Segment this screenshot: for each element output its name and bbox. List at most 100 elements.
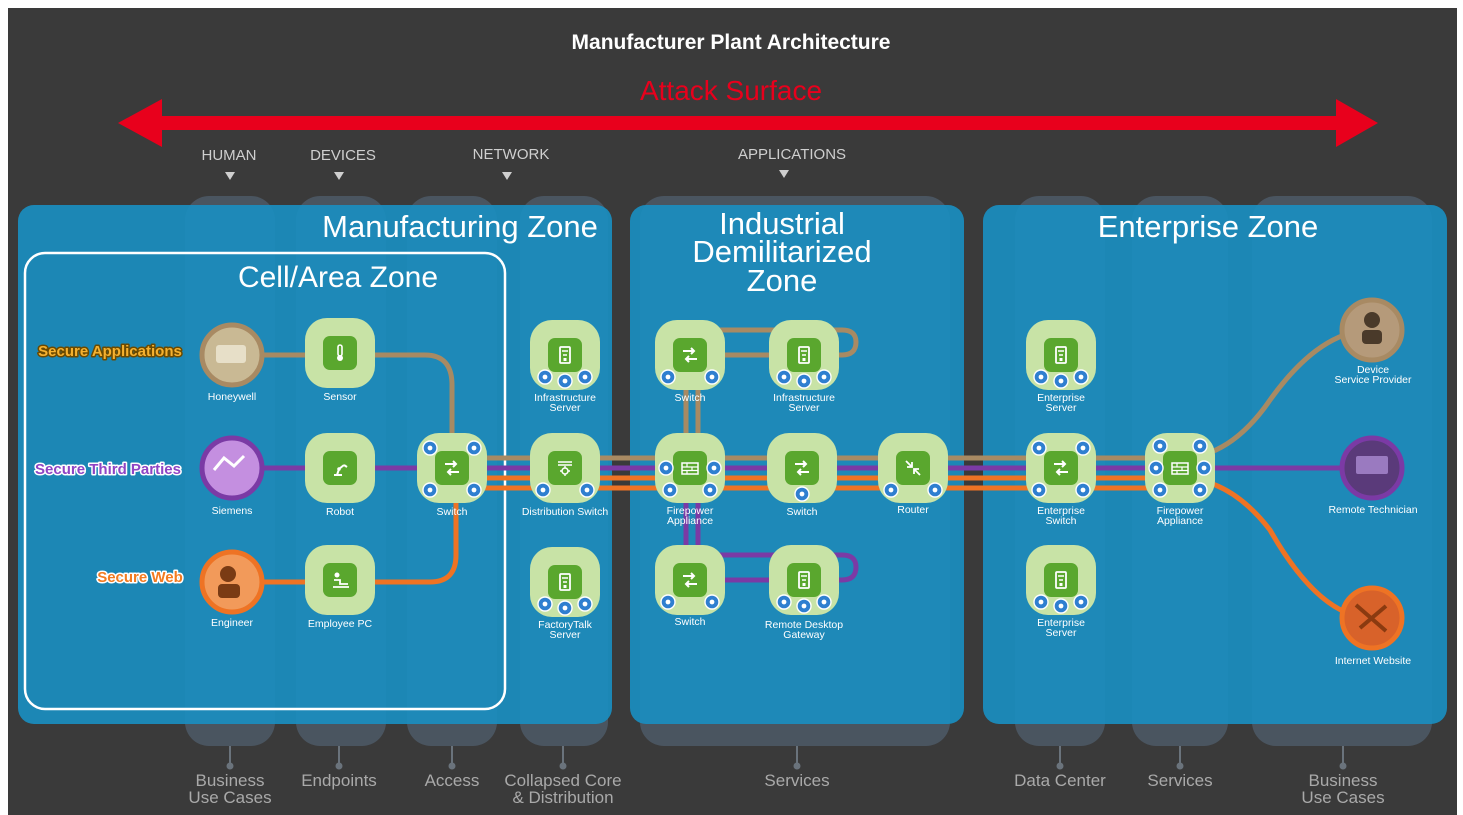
- svg-text:Enterprise: Enterprise: [1037, 505, 1085, 517]
- svg-text:Switch: Switch: [1046, 515, 1077, 527]
- bottom-label-access: Access: [425, 771, 480, 790]
- employee-pc-node: Employee PC: [305, 545, 375, 630]
- idmz-title-line2: Demilitarized: [692, 234, 871, 269]
- remote-desktop-gateway-node: Remote Desktop Gateway: [765, 545, 843, 641]
- bottom-label-services-enterprise: Services: [1147, 771, 1212, 790]
- person-photo-icon: [216, 345, 246, 363]
- attack-surface-label: Attack Surface: [640, 75, 822, 106]
- bottom-label-data-center: Data Center: [1014, 771, 1106, 790]
- robot-node: Robot: [305, 433, 375, 518]
- caret-down-icon: [502, 172, 512, 180]
- svg-text:Server: Server: [1046, 402, 1077, 414]
- source-secure-web: Secure Web: [97, 569, 183, 586]
- person-photo-icon: [220, 566, 236, 582]
- diagram-title: Manufacturer Plant Architecture: [572, 31, 891, 54]
- svg-text:Infrastructure: Infrastructure: [773, 392, 835, 404]
- svg-text:Switch: Switch: [675, 616, 706, 628]
- remote-technician-node: Remote Technician: [1328, 435, 1418, 516]
- person-photo-icon: [1356, 456, 1388, 474]
- svg-text:Switch: Switch: [787, 506, 818, 518]
- bottom-label-business-use-cases-r-l2: Use Cases: [1301, 788, 1384, 807]
- svg-text:FactoryTalk: FactoryTalk: [538, 619, 592, 631]
- siemens-node: Siemens: [199, 435, 265, 517]
- access-switch-node: Switch: [417, 433, 487, 518]
- infrastructure-server-node: Infrastructure Server: [530, 320, 600, 414]
- svg-text:Appliance: Appliance: [1157, 515, 1203, 527]
- svg-text:Honeywell: Honeywell: [208, 391, 256, 403]
- caret-down-icon: [225, 172, 235, 180]
- sensor-node: Sensor: [305, 318, 375, 403]
- svg-text:Firepower: Firepower: [667, 505, 714, 517]
- device-service-provider-node: Device Service Provider: [1334, 297, 1412, 386]
- enterprise-server-bottom-node: Enterprise Server: [1026, 545, 1096, 639]
- svg-text:Employee PC: Employee PC: [308, 618, 373, 630]
- bottom-label-endpoints: Endpoints: [301, 771, 377, 790]
- svg-text:APPLICATIONS: APPLICATIONS: [738, 146, 846, 163]
- bottom-label-business-use-cases-l2: Use Cases: [188, 788, 271, 807]
- bottom-label-collapsed-core-l2: & Distribution: [512, 788, 613, 807]
- column-header-devices: DEVICES: [310, 147, 376, 180]
- bottom-connectors: [226, 746, 1347, 770]
- router-node: Router: [878, 433, 948, 516]
- person-photo-icon: [1364, 312, 1380, 328]
- svg-text:Remote Desktop: Remote Desktop: [765, 619, 843, 631]
- svg-text:Device: Device: [1357, 364, 1389, 376]
- svg-text:Server: Server: [1046, 627, 1077, 639]
- bottom-label-services-idmz: Services: [764, 771, 829, 790]
- svg-text:Router: Router: [897, 504, 929, 516]
- enterprise-zone-title: Enterprise Zone: [1098, 209, 1319, 244]
- svg-text:HUMAN: HUMAN: [202, 147, 257, 164]
- cell-area-zone-title: Cell/Area Zone: [238, 261, 438, 294]
- idmz-switch-bottom-node: Switch: [655, 545, 725, 628]
- svg-text:Infrastructure: Infrastructure: [534, 392, 596, 404]
- svg-text:Gateway: Gateway: [783, 629, 825, 641]
- svg-text:Remote Technician: Remote Technician: [1328, 504, 1417, 516]
- idmz-switch-mid-node: Switch: [767, 433, 837, 518]
- svg-text:Robot: Robot: [326, 506, 354, 518]
- svg-text:Enterprise: Enterprise: [1037, 392, 1085, 404]
- enterprise-switch-node: Enterprise Switch: [1026, 433, 1096, 527]
- diagram-canvas: Manufacturer Plant Architecture Attack S…: [8, 8, 1457, 815]
- bottom-label-business-use-cases-l1: Business: [196, 771, 265, 790]
- svg-text:Appliance: Appliance: [667, 515, 713, 527]
- svg-text:Engineer: Engineer: [211, 617, 254, 629]
- idmz-switch-top-node: Switch: [655, 320, 725, 404]
- svg-text:Switch: Switch: [437, 506, 468, 518]
- bottom-label-collapsed-core-l1: Collapsed Core: [504, 771, 621, 790]
- honeywell-node: Honeywell: [199, 322, 265, 403]
- svg-text:Enterprise: Enterprise: [1037, 617, 1085, 629]
- svg-text:Siemens: Siemens: [212, 505, 253, 517]
- svg-text:Internet Website: Internet Website: [1335, 655, 1411, 667]
- cell-area-zone: [23, 251, 507, 711]
- factorytalk-server-node: FactoryTalk Server: [530, 547, 600, 641]
- idmz-title-line1: Industrial: [719, 206, 845, 241]
- idmz-title-line3: Zone: [747, 263, 818, 298]
- firepower-appliance-enterprise-node: Firepower Appliance: [1145, 433, 1215, 527]
- enterprise-server-top-node: Enterprise Server: [1026, 320, 1096, 414]
- person-photo-icon: [1354, 603, 1388, 633]
- svg-text:Server: Server: [789, 402, 820, 414]
- column-header-network: NETWORK: [473, 146, 550, 180]
- bottom-label-business-use-cases-r-l1: Business: [1309, 771, 1378, 790]
- infrastructure-server-idmz-node: Infrastructure Server: [769, 320, 839, 414]
- svg-text:Distribution Switch: Distribution Switch: [522, 506, 609, 518]
- manufacturing-zone-title: Manufacturing Zone: [322, 209, 598, 244]
- svg-text:Sensor: Sensor: [323, 391, 357, 403]
- svg-text:NETWORK: NETWORK: [473, 146, 550, 163]
- engineer-node: Engineer: [199, 549, 265, 629]
- distribution-switch-node: Distribution Switch: [522, 433, 609, 518]
- svg-text:Server: Server: [550, 402, 581, 414]
- svg-text:Server: Server: [550, 629, 581, 641]
- svg-text:Service Provider: Service Provider: [1334, 374, 1412, 386]
- person-photo-icon: [212, 454, 246, 471]
- column-header-applications: APPLICATIONS: [738, 146, 846, 178]
- svg-text:Switch: Switch: [675, 392, 706, 404]
- internet-website-node: Internet Website: [1335, 585, 1411, 667]
- caret-down-icon: [779, 170, 789, 178]
- caret-down-icon: [334, 172, 344, 180]
- source-secure-third-parties: Secure Third Parties: [35, 461, 181, 478]
- enterprise-zone: [983, 205, 1447, 724]
- column-header-human: HUMAN: [202, 147, 257, 180]
- source-secure-applications: Secure Applications: [38, 343, 182, 360]
- svg-text:DEVICES: DEVICES: [310, 147, 376, 164]
